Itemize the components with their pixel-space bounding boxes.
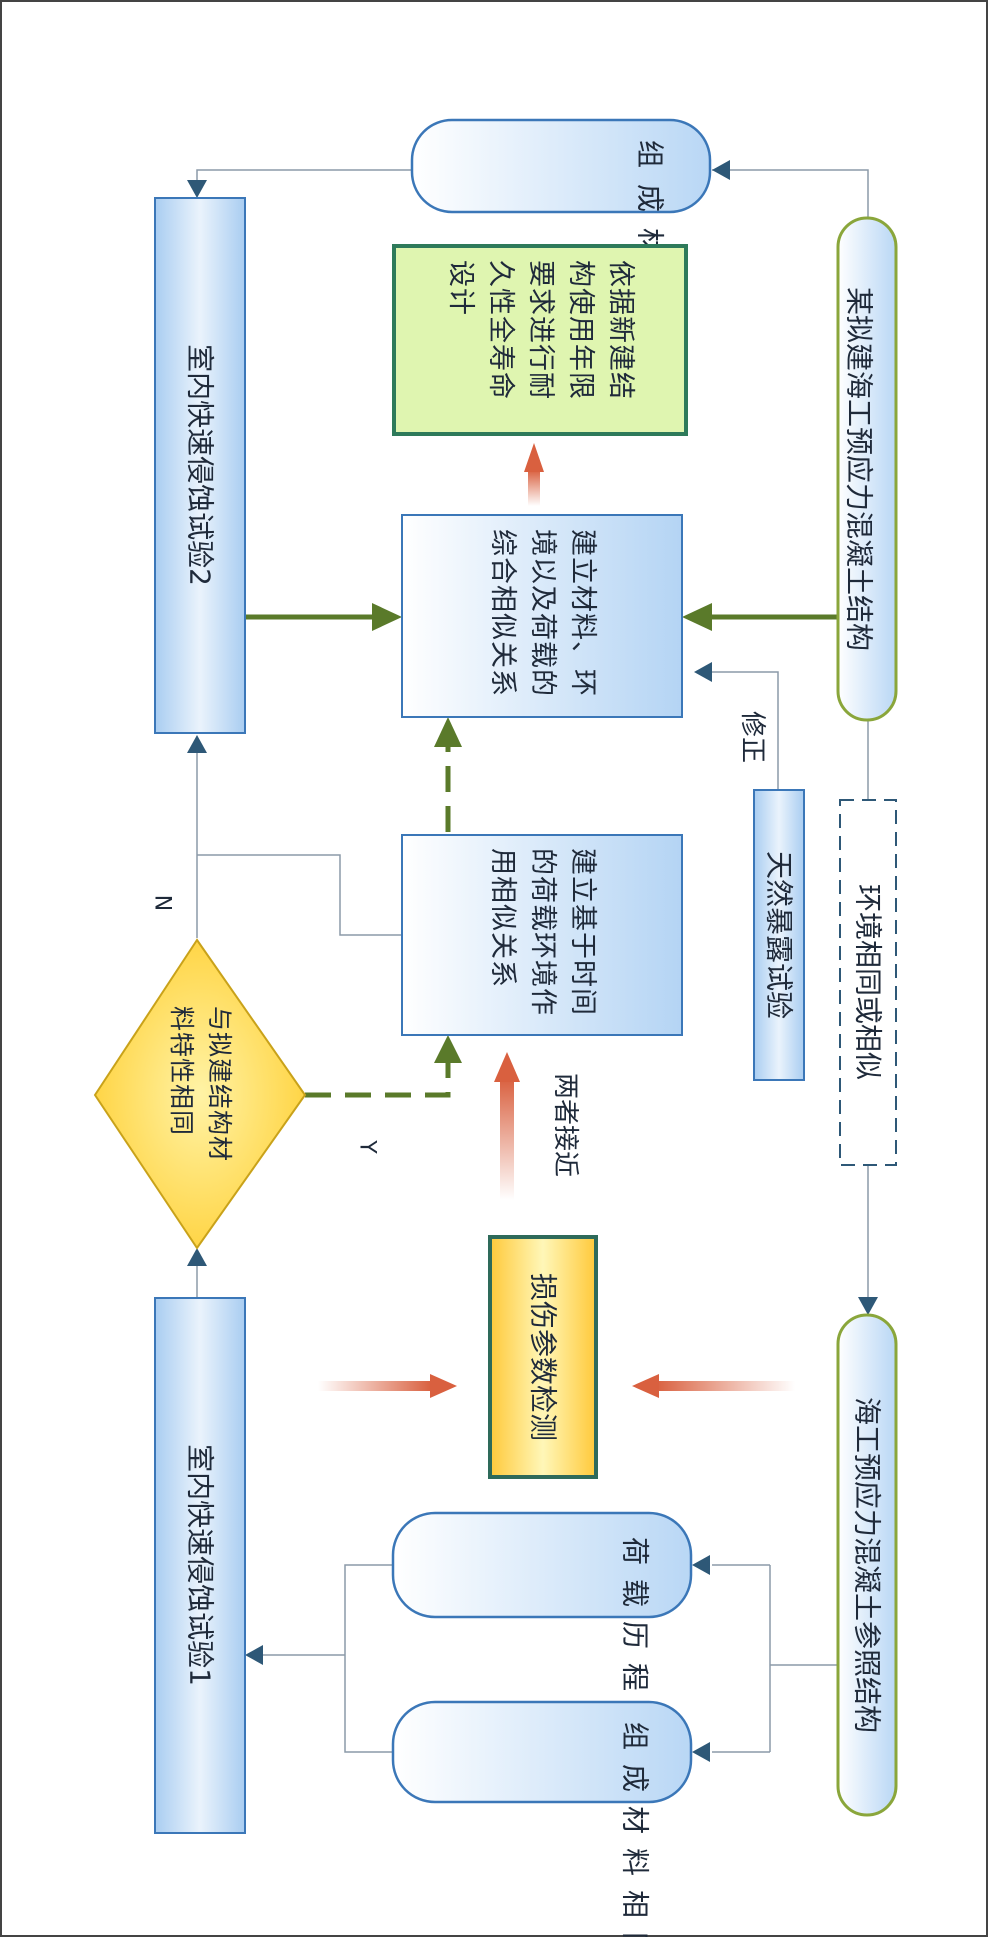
connector-left-bracket <box>344 1564 393 1753</box>
node-material-check: 与拟建结构材料特性相同 <box>93 938 307 1250</box>
arrowhead-env-down <box>858 1297 878 1315</box>
comprehensive-similarity-label: 建立材料、环境以及荷载的综合相似关系 <box>487 529 598 697</box>
node-comprehensive-similarity: 建立材料、环境以及荷载的综合相似关系 <box>401 514 683 718</box>
edge-label-correction: 修正 <box>737 711 767 763</box>
green-arrow-yes-branch <box>305 1052 451 1098</box>
indoor-test-2-label: 室内快速侵蚀试验2 <box>184 344 217 586</box>
environment-similar-label: 环境相同或相似 <box>852 884 885 1080</box>
node-time-based-similarity: 建立基于时间的荷载环境作用相似关系 <box>401 834 683 1036</box>
red-arrow-shaft-up-mid <box>500 1078 514 1200</box>
node-natural-exposure: 天然暴露试验 <box>753 789 805 1081</box>
red-arrow-head-right <box>632 1374 659 1398</box>
arrowhead-indoor-test-1 <box>245 1645 263 1665</box>
arrowhead-composition-bottom <box>692 1742 710 1762</box>
connector-correction <box>712 671 779 790</box>
natural-exposure-label: 天然暴露试验 <box>763 851 796 1019</box>
node-proposed-structure: 某拟建海工预应力混凝土结构 <box>836 216 898 722</box>
node-lifetime-design: 依据新建结构使用年限要求进行耐久性全寿命设计 <box>392 244 688 436</box>
reference-structure-label: 海工预应力混凝土参照结构 <box>851 1397 884 1733</box>
green-arrowheads <box>372 603 712 1063</box>
red-arrow-shaft-left <box>318 1381 432 1391</box>
lifetime-design-label: 依据新建结构使用年限要求进行耐久性全寿命设计 <box>445 260 636 400</box>
red-arrow-head-up-mid <box>494 1052 520 1082</box>
node-same-composition-bottom: 组成材料相同 <box>391 1700 693 1937</box>
green-arrows <box>245 614 838 1098</box>
arrowhead-top-composition <box>712 160 730 180</box>
arrowhead-load-history <box>692 1555 710 1575</box>
connector-top-left <box>196 169 412 185</box>
arrowhead-correction <box>694 662 712 682</box>
edge-label-yes: Y <box>355 1139 380 1154</box>
edge-label-no: N <box>150 895 175 911</box>
red-arrow-shaft-up-top <box>528 470 540 506</box>
red-arrows <box>318 443 795 1398</box>
green-head-test2 <box>372 603 402 631</box>
node-indoor-test-2: 室内快速侵蚀试验2 <box>154 197 246 734</box>
arrowhead-n-up <box>187 735 207 753</box>
same-composition-bottom-label: 组成材料相同 <box>619 1722 652 1937</box>
proposed-structure-label: 某拟建海工预应力混凝土结构 <box>843 287 876 651</box>
connector-lines <box>196 169 869 1753</box>
node-damage-detection: 损伤参数检测 <box>488 1235 598 1479</box>
green-head-yes <box>434 1035 462 1063</box>
thin-arrowheads <box>187 160 878 1762</box>
green-head-proposed <box>682 603 712 631</box>
damage-detection-label: 损伤参数检测 <box>527 1273 560 1441</box>
time-based-similarity-label: 建立基于时间的荷载环境作用相似关系 <box>487 848 598 1016</box>
connector-top-right <box>712 169 869 220</box>
material-check-label: 与拟建结构材料特性相同 <box>167 1006 234 1163</box>
edge-label-close-match: 两者接近 <box>550 1073 580 1177</box>
red-arrow-head-up-top <box>524 443 544 472</box>
arrowhead-diamond-up <box>187 1248 207 1266</box>
node-reference-structure: 海工预应力混凝土参照结构 <box>836 1313 898 1817</box>
arrowhead-indoor-test-2 <box>187 180 207 198</box>
red-arrow-head-left <box>430 1374 457 1398</box>
node-environment-similar: 环境相同或相似 <box>839 799 897 1166</box>
indoor-test-1-label: 室内快速侵蚀试验1 <box>184 1444 217 1686</box>
node-indoor-test-1: 室内快速侵蚀试验1 <box>154 1297 246 1834</box>
connector-n-side <box>197 854 402 936</box>
red-arrow-shaft-right <box>655 1381 795 1391</box>
green-head-dashed-up <box>434 717 462 747</box>
